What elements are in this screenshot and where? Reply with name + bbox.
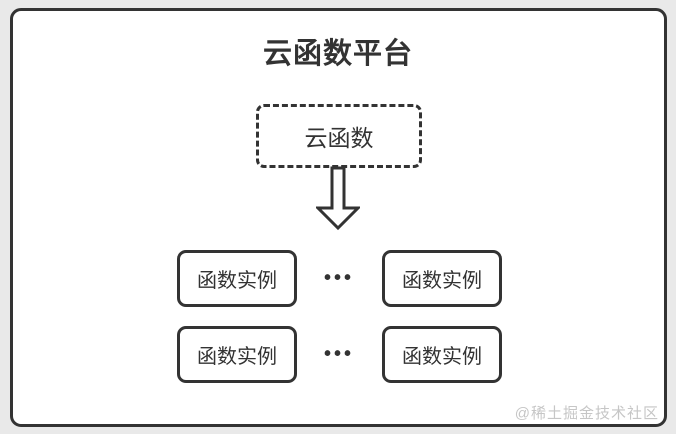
ellipsis-row-2: ••• xyxy=(323,343,354,365)
watermark: @稀土掘金技术社区 xyxy=(514,405,659,422)
diagram-title: 云函数平台 xyxy=(262,38,413,70)
function-instance-node: 函数实例 xyxy=(382,326,502,383)
function-instance-node: 函数实例 xyxy=(382,250,502,307)
function-instance-label: 函数实例 xyxy=(402,346,482,368)
function-instance-node: 函数实例 xyxy=(177,326,297,383)
function-instance-label: 函数实例 xyxy=(402,270,482,292)
down-arrow-icon xyxy=(316,166,360,231)
function-instance-node: 函数实例 xyxy=(177,250,297,307)
cloud-function-label: 云函数 xyxy=(304,125,374,151)
function-instance-label: 函数实例 xyxy=(197,270,277,292)
function-instance-label: 函数实例 xyxy=(197,346,277,368)
ellipsis-row-1: ••• xyxy=(323,267,354,289)
cloud-function-node: 云函数 xyxy=(256,104,422,168)
